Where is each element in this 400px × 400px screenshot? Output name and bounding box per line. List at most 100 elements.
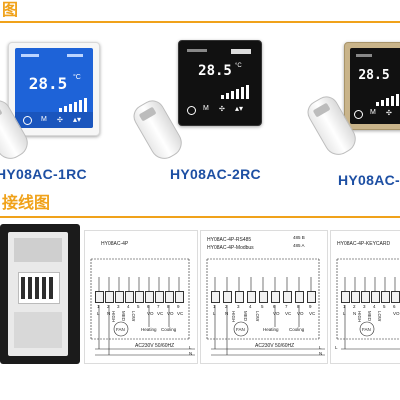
top-section-title: 图 xyxy=(2,0,19,19)
lcd-screen-black: 28.5 M ✣ xyxy=(350,48,400,124)
model-label-2: HY08AC-2RC xyxy=(170,166,261,182)
terminal-6 xyxy=(145,291,154,303)
top-divider xyxy=(0,21,400,23)
arrows-icon[interactable]: ▴▾ xyxy=(235,104,244,113)
terminal-7 xyxy=(155,291,164,303)
diagram-model-label: HY08AC-4P-RS485 xyxy=(207,237,252,243)
terminal-label-9: VC xyxy=(177,311,184,316)
circuit-board xyxy=(14,312,62,348)
terminal-number-1: 1 xyxy=(343,304,346,309)
button-row: M ✣ ▴▾ xyxy=(15,112,93,128)
temperature-readout: 28.5 xyxy=(198,63,232,79)
terminal-label-4: MED xyxy=(121,311,126,321)
power-icon[interactable] xyxy=(23,116,32,125)
terminal-cover xyxy=(14,238,62,262)
terminal-label-5: LOW xyxy=(255,311,260,322)
terminal-label-3: HIGH xyxy=(111,311,116,323)
top-section-header: 图 xyxy=(0,0,400,22)
terminal-label-2: N xyxy=(107,311,111,316)
terminal-label-2: N xyxy=(225,311,229,316)
temperature-readout: 28.5 xyxy=(358,68,390,83)
terminal-number-3: 3 xyxy=(237,304,240,309)
fan-speed-bars-icon xyxy=(59,98,87,112)
terminal-number-6: 6 xyxy=(393,304,396,309)
terminal-label-6: VO xyxy=(147,311,154,316)
terminal-number-5: 5 xyxy=(261,304,264,309)
back-plate xyxy=(8,232,68,356)
terminal-4 xyxy=(125,291,134,303)
fan-label: FAN xyxy=(236,327,245,332)
button-row: M ✣ ▴▾ xyxy=(185,103,255,117)
terminal-3 xyxy=(115,291,124,303)
terminal-number-3: 3 xyxy=(363,304,366,309)
cooling-label: Cooling xyxy=(161,327,177,332)
clock-icon xyxy=(67,54,83,57)
terminal-label-9: VC xyxy=(309,311,316,316)
diagram-model-label-2: HY08AC-4P-Modbus xyxy=(207,245,254,251)
terminal-number-3: 3 xyxy=(117,304,120,309)
line-n-label: N xyxy=(319,351,323,356)
cooling-label: Cooling xyxy=(289,327,305,332)
celsius-icon: °C xyxy=(235,63,242,69)
wiring-section-title: 接线图 xyxy=(2,193,51,212)
diagram-model-label: HY08AC-4P xyxy=(101,241,129,247)
terminal-number-5: 5 xyxy=(137,304,140,309)
terminal-label-2: N xyxy=(353,311,357,316)
wiring-diagram-3: HY08AC-4P-KEYCARD 1 2 3 4 5 6 L N HIGH M… xyxy=(330,230,400,364)
diagram-lines xyxy=(90,258,195,356)
terminal-6 xyxy=(271,291,280,303)
diagram-lines xyxy=(336,258,400,350)
terminal-number-4: 4 xyxy=(127,304,130,309)
diagram-lines xyxy=(206,258,325,356)
fan-icon[interactable]: ✣ xyxy=(219,106,225,113)
terminal-label-4: MED xyxy=(243,311,248,321)
model-label-1: HY08AC-1RC xyxy=(0,166,87,182)
heating-label: Heating xyxy=(141,327,157,332)
terminal-5 xyxy=(381,291,390,303)
terminal-5 xyxy=(135,291,144,303)
arrows-icon[interactable]: ▴▾ xyxy=(73,115,82,124)
remote-display xyxy=(138,106,157,122)
temperature-readout: 28.5 xyxy=(28,74,68,93)
fan-speed-bars-icon xyxy=(221,85,249,99)
terminal-4 xyxy=(371,291,380,303)
terminal-label-3: HIGH xyxy=(231,311,236,323)
rs485-b-label: 485 B xyxy=(293,235,305,240)
terminal-1 xyxy=(211,291,220,303)
terminal-label-7: VC xyxy=(157,311,164,316)
terminal-number-6: 6 xyxy=(147,304,150,309)
wiring-divider xyxy=(0,216,400,218)
model-label-3: HY08AC-3 xyxy=(338,172,400,188)
power-icon[interactable] xyxy=(187,106,196,115)
mode-icon[interactable]: M xyxy=(41,116,47,123)
terminal-number-1: 1 xyxy=(213,304,216,309)
terminal-6 xyxy=(391,291,400,303)
terminal-2 xyxy=(223,291,232,303)
rs485-a-label: 485 A xyxy=(293,243,305,248)
terminal-2 xyxy=(351,291,360,303)
wiring-diagram-2: HY08AC-4P-RS485 HY08AC-4P-Modbus 485 B 4… xyxy=(200,230,328,364)
remote-display xyxy=(312,102,331,118)
terminal-8 xyxy=(165,291,174,303)
terminal-4 xyxy=(247,291,256,303)
status-icons xyxy=(356,54,372,57)
power-label: AC230V 50/60HZ xyxy=(255,343,295,349)
terminal-label-3: HIGH xyxy=(357,311,362,323)
power-icon[interactable] xyxy=(354,110,363,119)
power-label: AC230V 50/60HZ xyxy=(135,343,175,349)
line-l-label: L xyxy=(189,345,192,350)
terminal-label-8: VO xyxy=(167,311,174,316)
terminal-number-5: 5 xyxy=(383,304,386,309)
line-n-label: N xyxy=(189,351,193,356)
terminal-number-8: 8 xyxy=(167,304,170,309)
terminal-number-7: 7 xyxy=(157,304,160,309)
terminal-2 xyxy=(105,291,114,303)
mode-icon[interactable]: M xyxy=(370,109,376,116)
fan-icon[interactable]: ✣ xyxy=(57,117,63,124)
mode-icon[interactable]: M xyxy=(203,105,209,112)
terminal-number-1: 1 xyxy=(97,304,100,309)
fan-icon[interactable]: ✣ xyxy=(386,110,392,117)
wiring-diagram-1: HY08AC-4P 1 2 3 4 5 6 7 8 9 L N HIGH MED xyxy=(84,230,198,364)
status-icons xyxy=(187,49,207,52)
line-l-label: L xyxy=(335,345,338,350)
